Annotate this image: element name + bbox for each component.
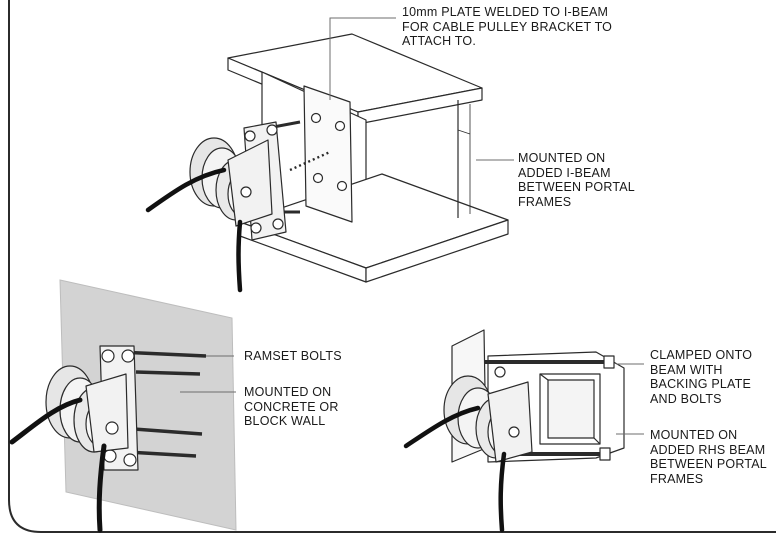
- cable-wall-horizontal: [9, 397, 83, 445]
- callout-ramset-bolts: RAMSET BOLTS: [244, 349, 342, 363]
- callout-rhs-mount: MOUNTED ON ADDED RHS BEAM BETWEEN PORTAL…: [650, 428, 767, 486]
- cable-rhs-horizontal: [403, 405, 481, 449]
- i-beam-assembly: [227, 33, 509, 283]
- cable-rhs-vertical: [498, 451, 507, 533]
- callout-i-beam-mount: MOUNTED ON ADDED I-BEAM BETWEEN PORTAL F…: [518, 151, 635, 209]
- cable-ibeam-horizontal: [145, 167, 227, 213]
- callout-clamp-mount: CLAMPED ONTO BEAM WITH BACKING PLATE AND…: [650, 348, 753, 406]
- pulley-bracket-ibeam: [189, 120, 301, 241]
- callout-concrete-mount: MOUNTED ON CONCRETE OR BLOCK WALL: [244, 385, 339, 428]
- leader-plate-weld: [329, 17, 396, 100]
- leader-lines: [180, 17, 644, 435]
- pulley-bracket-rhs: [443, 375, 533, 463]
- cable-wall-vertical: [96, 443, 107, 533]
- cable-ibeam-vertical: [236, 219, 243, 293]
- frame-border: [8, 0, 776, 533]
- callout-plate-weld: 10mm PLATE WELDED TO I-BEAM FOR CABLE PU…: [402, 5, 613, 48]
